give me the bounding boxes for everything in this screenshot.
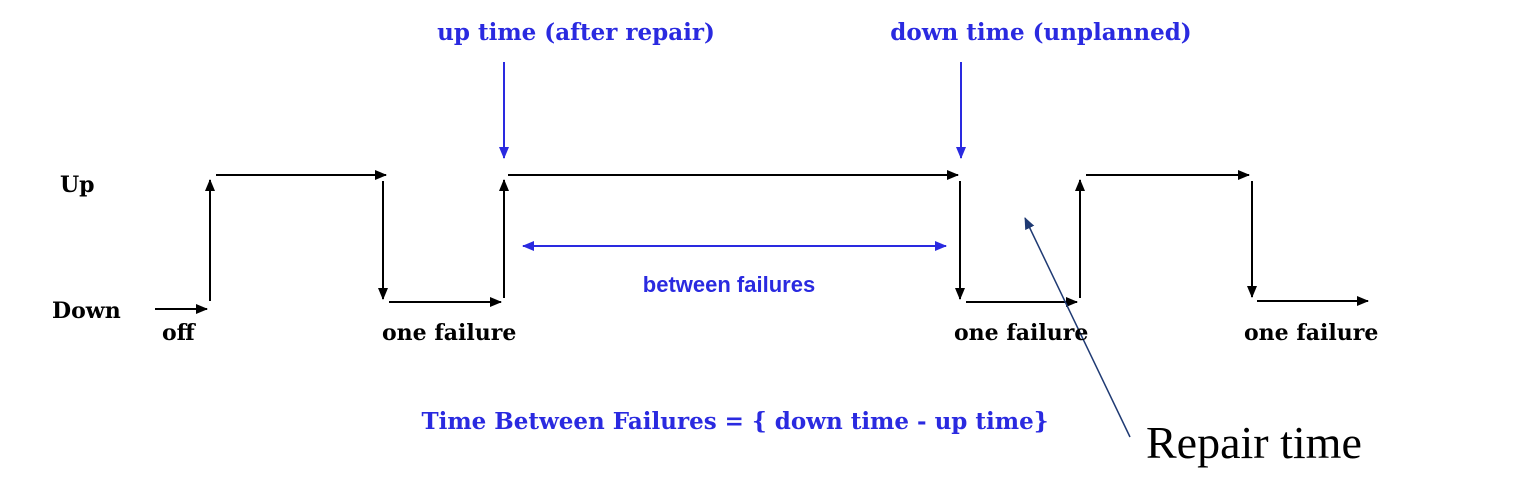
repair-time-pointer xyxy=(1024,217,1131,438)
between-failures-label: between failures xyxy=(643,272,815,297)
state-up-label: Up xyxy=(60,172,95,198)
off-label: off xyxy=(162,320,197,346)
repair-time-label: Repair time xyxy=(1146,417,1362,468)
failure-label-1: one failure xyxy=(382,320,516,346)
state-down-label: Down xyxy=(52,298,121,324)
annotation-arrows xyxy=(499,62,966,251)
down-time-label: down time (unplanned) xyxy=(890,19,1191,46)
failure-label-2: one failure xyxy=(954,320,1088,346)
formula-label: Time Between Failures = { down time - up… xyxy=(421,408,1048,435)
signal-waveform xyxy=(155,170,1369,314)
up-time-label: up time (after repair) xyxy=(437,19,715,46)
failure-label-3: one failure xyxy=(1244,320,1378,346)
